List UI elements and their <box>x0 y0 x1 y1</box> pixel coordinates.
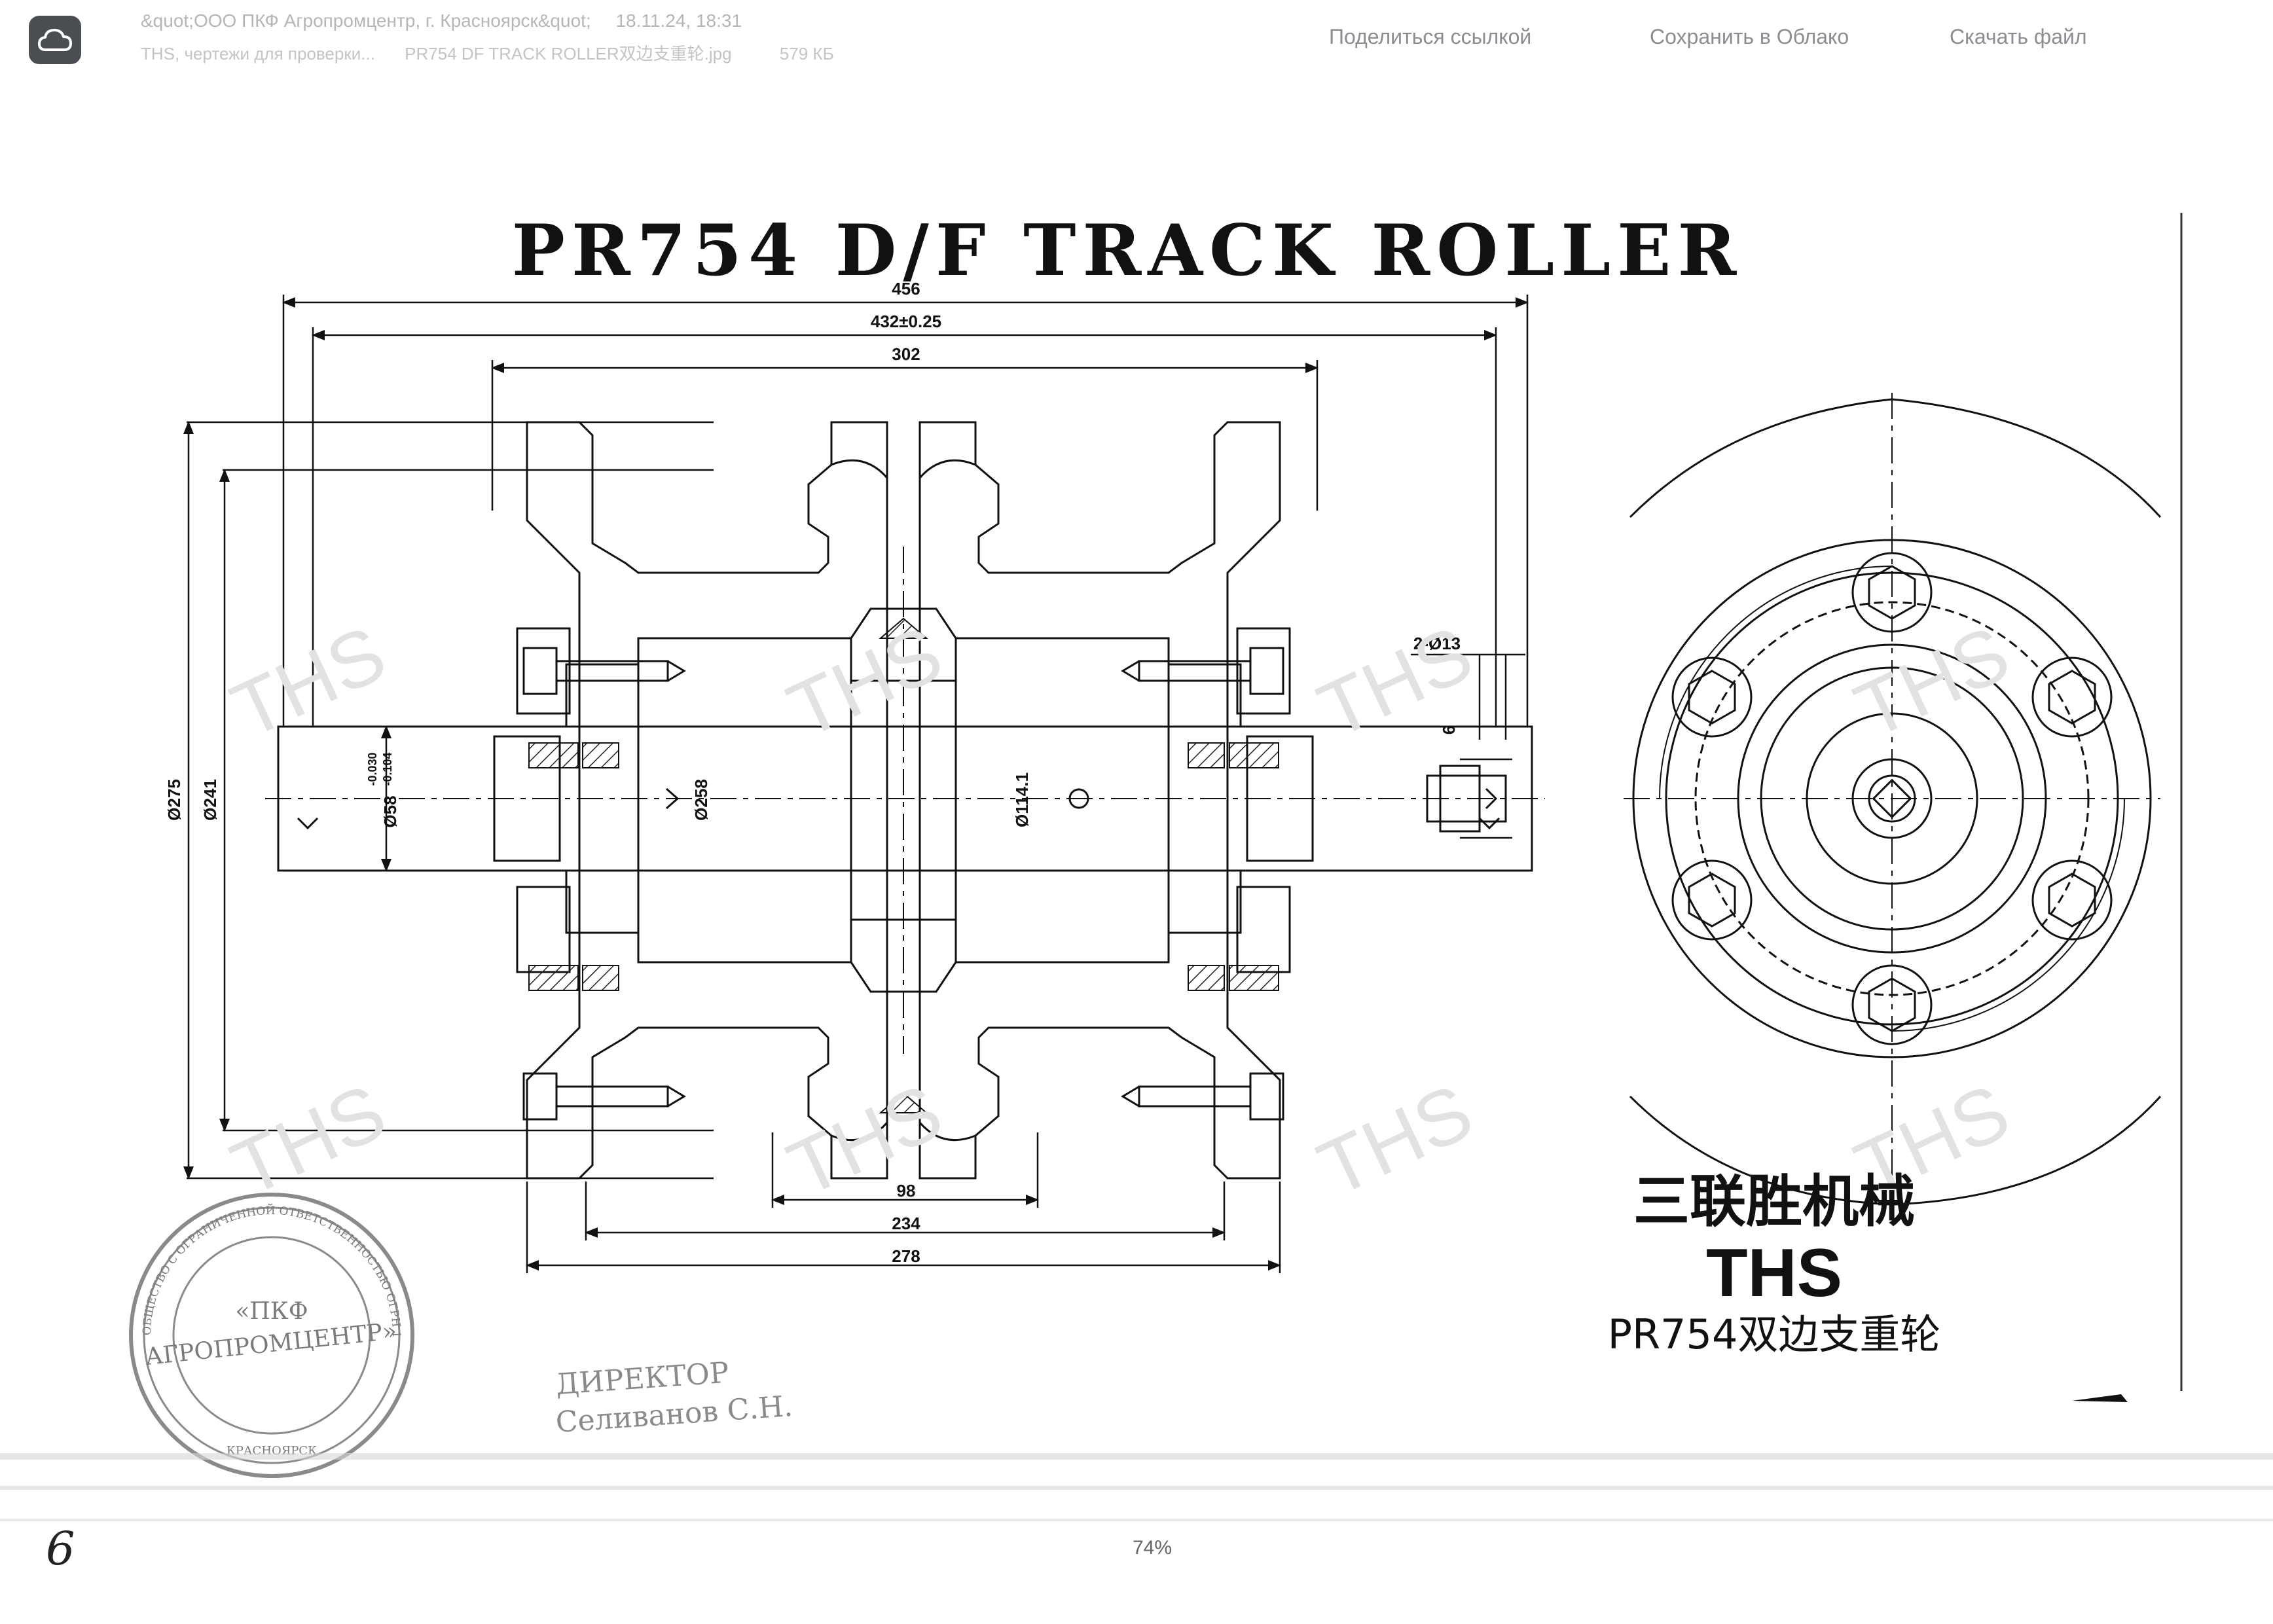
bottom-dimensions <box>526 1132 1281 1273</box>
left-dimensions <box>183 421 714 1180</box>
dim-58-tol-bottom: -0.104 <box>381 752 394 785</box>
watermark: THS <box>775 1068 955 1214</box>
watermark: THS <box>1842 609 2022 755</box>
dim-432: 432±0.25 <box>871 312 941 331</box>
zoom-level: 74% <box>1133 1537 1173 1559</box>
scan-noise <box>0 1453 2273 1521</box>
brand-label: THS <box>1706 1235 1842 1311</box>
save-to-cloud-button[interactable]: Сохранить в Облако <box>1650 25 1849 48</box>
stamp-line2: АГРОПРОМЦЕНТР» <box>144 1318 398 1371</box>
dim-58: Ø58 <box>380 795 400 827</box>
dim-234: 234 <box>892 1214 920 1233</box>
dim-275: Ø275 <box>164 779 184 821</box>
watermark: THS <box>219 609 398 755</box>
part-label: PR754双边支重轮 <box>1608 1310 1941 1358</box>
drawing-frame <box>2072 213 2183 1402</box>
dim-114: Ø114.1 <box>1012 772 1032 827</box>
technical-drawing: PR754 D/F TRACK ROLLER 456 432±0.25 302 <box>0 85 2273 1576</box>
cloud-icon <box>38 29 72 51</box>
top-dimensions <box>282 295 1529 727</box>
dim-258: Ø258 <box>691 779 711 821</box>
dim-58-tol-top: -0.030 <box>366 752 379 785</box>
roller-end-view <box>1624 393 2162 1214</box>
hole-dimensions <box>1411 653 1525 839</box>
page-number-mark: 6 <box>46 1522 75 1576</box>
share-link-button[interactable]: Поделиться ссылкой <box>1329 25 1532 48</box>
dim-holes-13: 2-Ø13 <box>1413 634 1461 653</box>
company-name: &quot;ООО ПКФ Агропромцентр, г. Краснояр… <box>141 10 591 31</box>
signature-role: ДИРЕКТОР <box>555 1356 730 1401</box>
breadcrumb-folder[interactable]: THS, чертежи для проверки... <box>141 44 375 63</box>
image-viewer[interactable]: PR754 D/F TRACK ROLLER 456 432±0.25 302 <box>0 85 2273 1624</box>
stamp-line1: «ПКФ <box>235 1298 308 1325</box>
top-bar: &quot;ООО ПКФ Агропромцентр, г. Краснояр… <box>0 0 2273 85</box>
company-label-cn: 三联胜机械 <box>1633 1168 1915 1235</box>
dim-278: 278 <box>892 1246 920 1266</box>
watermark: THS <box>775 609 955 755</box>
dim-302: 302 <box>892 344 920 364</box>
download-file-button[interactable]: Скачать файл <box>1950 25 2087 48</box>
drawing-title: PR754 D/F TRACK ROLLER <box>512 209 1743 292</box>
dim-241: Ø241 <box>200 779 220 821</box>
file-meta-top: &quot;ООО ПКФ Агропромцентр, г. Краснояр… <box>141 10 742 31</box>
watermark: THS <box>219 1068 398 1214</box>
dim-6: 6 <box>1439 725 1459 734</box>
cloud-app-button[interactable] <box>29 16 81 64</box>
file-name: PR754 DF TRACK ROLLER双边支重轮.jpg <box>405 44 732 63</box>
roller-section-view <box>265 421 1545 1180</box>
file-date: 18.11.24, 18:31 <box>615 10 742 31</box>
file-size: 579 КБ <box>779 44 834 63</box>
dim-456: 456 <box>892 279 920 298</box>
seal-rings <box>528 617 1279 1113</box>
dim-98: 98 <box>897 1181 916 1200</box>
file-meta-bottom: THS, чертежи для проверки... PR754 DF TR… <box>141 41 834 65</box>
watermark: THS <box>1305 1068 1485 1214</box>
end-view-bolts <box>1671 552 2113 1045</box>
